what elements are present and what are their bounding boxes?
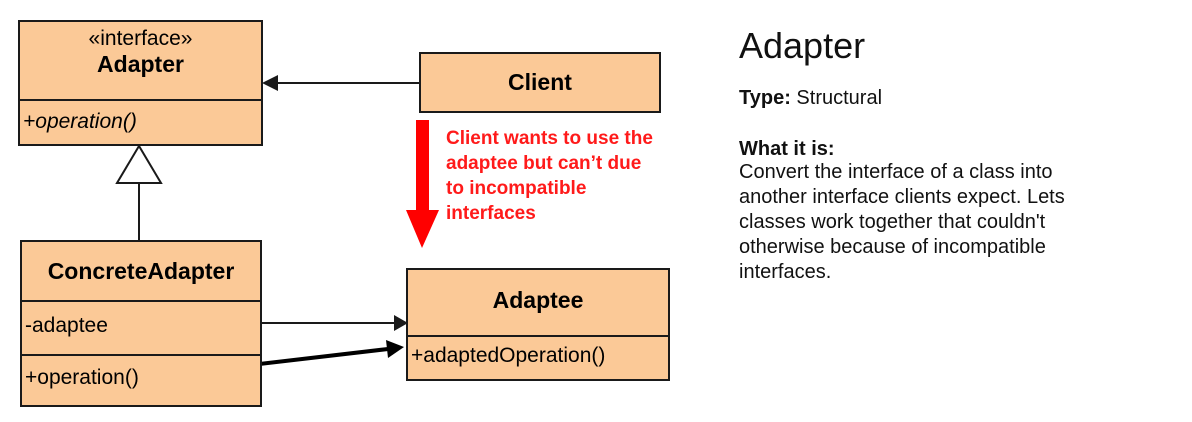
what-it-is-label: What it is:: [739, 138, 835, 160]
description-line: otherwise because of incompatible: [739, 236, 1046, 258]
pattern-title: Adapter: [739, 25, 866, 66]
concrete-adapter-header: ConcreteAdapter: [22, 242, 260, 300]
description-line: interfaces.: [739, 261, 832, 283]
pattern-type-label: Type:: [739, 87, 791, 109]
adapter-operations: +operation(): [20, 99, 261, 144]
callout-line: interfaces: [446, 203, 536, 224]
callout-note: Client wants to use the adaptee but can’…: [446, 126, 708, 226]
client-class: Client: [419, 52, 661, 113]
adapter-operation: +operation(): [23, 110, 137, 133]
callout-arrow-head: [406, 210, 439, 248]
adaptee-class-name: Adaptee: [492, 287, 584, 313]
adaptee-arrowhead: [394, 315, 408, 331]
adapter-class-name: Adapter: [97, 51, 184, 77]
operation-call-arrowhead: [386, 340, 404, 358]
callout-line: Client wants to use the: [446, 128, 653, 149]
concrete-adapter-attributes: -adaptee: [22, 300, 260, 354]
concrete-adapter-operations: +operation(): [22, 354, 260, 405]
client-class-name: Client: [508, 69, 572, 95]
adaptee-header: Adaptee: [408, 270, 668, 335]
concrete-adapter-class: ConcreteAdapter -adaptee +operation(): [20, 240, 262, 407]
description-line: another interface clients expect. Lets: [739, 186, 1065, 208]
pattern-type: Type: Structural: [739, 86, 1179, 110]
association-arrowhead: [262, 75, 278, 91]
pattern-description: Convert the interface of a class into an…: [739, 160, 1179, 285]
concrete-adapter-attribute: -adaptee: [25, 314, 108, 337]
adapter-header: «interface» Adapter: [20, 22, 261, 99]
adaptee-class: Adaptee +adaptedOperation(): [406, 268, 670, 381]
description-line: Convert the interface of a class into: [739, 161, 1053, 183]
adaptee-operation: +adaptedOperation(): [411, 344, 606, 367]
adapter-interface-class: «interface» Adapter +operation(): [18, 20, 263, 146]
adaptee-operations: +adaptedOperation(): [408, 335, 668, 379]
realization-triangle: [115, 144, 163, 184]
concrete-adapter-class-name: ConcreteAdapter: [47, 258, 235, 284]
description-line: classes work together that couldn't: [739, 211, 1046, 233]
pattern-type-value: Structural: [796, 87, 883, 109]
adapter-stereotype: «interface»: [88, 27, 193, 50]
client-header: Client: [421, 54, 659, 96]
callout-line: adaptee but can’t due: [446, 153, 642, 174]
pattern-info-panel: Adapter Type: Structural What it is: Con…: [739, 26, 1179, 285]
callout-line: to incompatible: [446, 178, 587, 199]
callout-arrow-shaft: [416, 120, 429, 212]
concrete-adapter-operation: +operation(): [25, 366, 139, 389]
